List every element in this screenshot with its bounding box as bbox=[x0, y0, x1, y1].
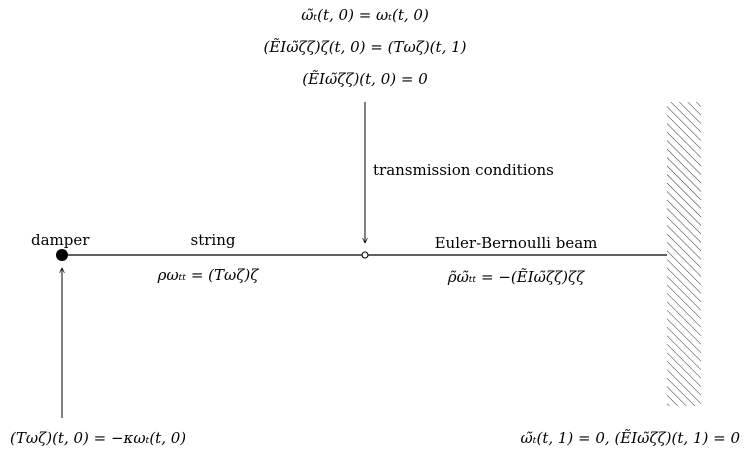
damper-boundary-condition: (Tωζ)(t, 0) = −κωₜ(t, 0) bbox=[10, 429, 186, 447]
transmission-eq-3: (ẼIω̃ζζ)(t, 0) = 0 bbox=[302, 70, 428, 88]
damper-dot bbox=[56, 249, 68, 261]
string-label: string bbox=[191, 231, 236, 249]
beam-equation: ρ̃ω̃ₜₜ = −(ẼIω̃ζζ)ζζ bbox=[447, 268, 585, 286]
damper-label: damper bbox=[31, 231, 90, 249]
clamped-boundary-condition: ω̃ₜ(t, 1) = 0, (ẼIω̃ζζ)(t, 1) = 0 bbox=[521, 429, 741, 447]
string-equation: ρωₜₜ = (Tωζ)ζ bbox=[157, 266, 260, 284]
transmission-eq-1: ω̃ₜ(t, 0) = ωₜ(t, 0) bbox=[301, 6, 429, 24]
transmission-eq-2: (ẼIω̃ζζ)ζ(t, 0) = (Tωζ)(t, 1) bbox=[264, 38, 467, 56]
junction-point bbox=[361, 251, 369, 259]
clamped-wall bbox=[667, 102, 701, 406]
transmission-label: transmission conditions bbox=[373, 161, 554, 179]
beam-label: Euler-Bernoulli beam bbox=[435, 234, 598, 252]
